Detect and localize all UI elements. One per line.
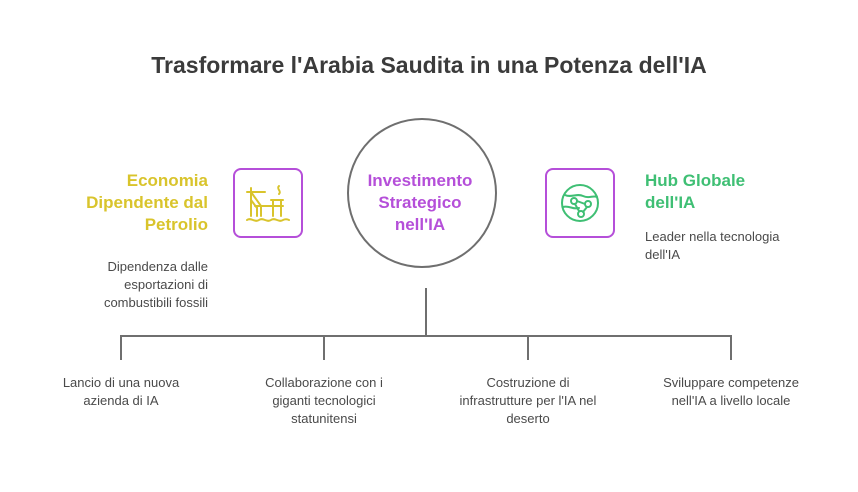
right-desc-line: Leader nella tecnologia bbox=[645, 229, 780, 244]
left-heading-line: Economia bbox=[126, 171, 208, 190]
left-heading: Economia Dipendente dal Petrolio bbox=[28, 170, 208, 236]
branch-line: giganti tecnologici bbox=[272, 393, 376, 408]
branch-line: infrastrutture per l'IA nel bbox=[459, 393, 597, 408]
center-circle bbox=[347, 118, 497, 268]
globe-network-icon-box bbox=[545, 168, 615, 238]
center-label-line: Investimento bbox=[367, 171, 473, 190]
branch-line: deserto bbox=[506, 411, 550, 426]
oil-platform-icon-box bbox=[233, 168, 303, 238]
branch-line: Lancio di una nuova bbox=[62, 375, 180, 390]
branch-line: azienda di IA bbox=[83, 393, 159, 408]
branch-line: statunitensi bbox=[291, 411, 357, 426]
branch-label-2: Collaborazione con i giganti tecnologici… bbox=[239, 374, 409, 428]
center-label: Investimento Strategico nell'IA bbox=[347, 170, 493, 236]
globe-network-icon bbox=[561, 184, 599, 222]
left-desc-line: Dipendenza dalle bbox=[107, 259, 208, 274]
center-label-line: Strategico bbox=[378, 193, 462, 212]
left-desc-line: combustibili fossili bbox=[103, 295, 208, 310]
branch-label-4: Sviluppare competenze nell'IA a livello … bbox=[646, 374, 816, 410]
center-label-line: nell'IA bbox=[394, 215, 446, 234]
branch-line: Sviluppare competenze bbox=[663, 375, 799, 390]
right-heading-line: dell'IA bbox=[645, 193, 696, 212]
branch-label-1: Lancio di una nuova azienda di IA bbox=[36, 374, 206, 410]
right-desc-line: dell'IA bbox=[645, 247, 681, 262]
branch-label-3: Costruzione di infrastrutture per l'IA n… bbox=[443, 374, 613, 428]
branch-line: Collaborazione con i bbox=[265, 375, 383, 390]
branch-line: Costruzione di bbox=[486, 375, 570, 390]
oil-platform-icon bbox=[246, 185, 290, 222]
right-description: Leader nella tecnologia dell'IA bbox=[645, 228, 845, 264]
left-heading-line: Dipendente dal bbox=[86, 193, 208, 212]
left-desc-line: esportazioni di bbox=[124, 277, 208, 292]
right-heading-line: Hub Globale bbox=[645, 171, 746, 190]
left-description: Dipendenza dalle esportazioni di combust… bbox=[8, 258, 208, 312]
left-heading-line: Petrolio bbox=[144, 215, 208, 234]
right-heading: Hub Globale dell'IA bbox=[645, 170, 825, 214]
branch-line: nell'IA a livello locale bbox=[671, 393, 791, 408]
page-title: Trasformare l'Arabia Saudita in una Pote… bbox=[151, 52, 707, 78]
